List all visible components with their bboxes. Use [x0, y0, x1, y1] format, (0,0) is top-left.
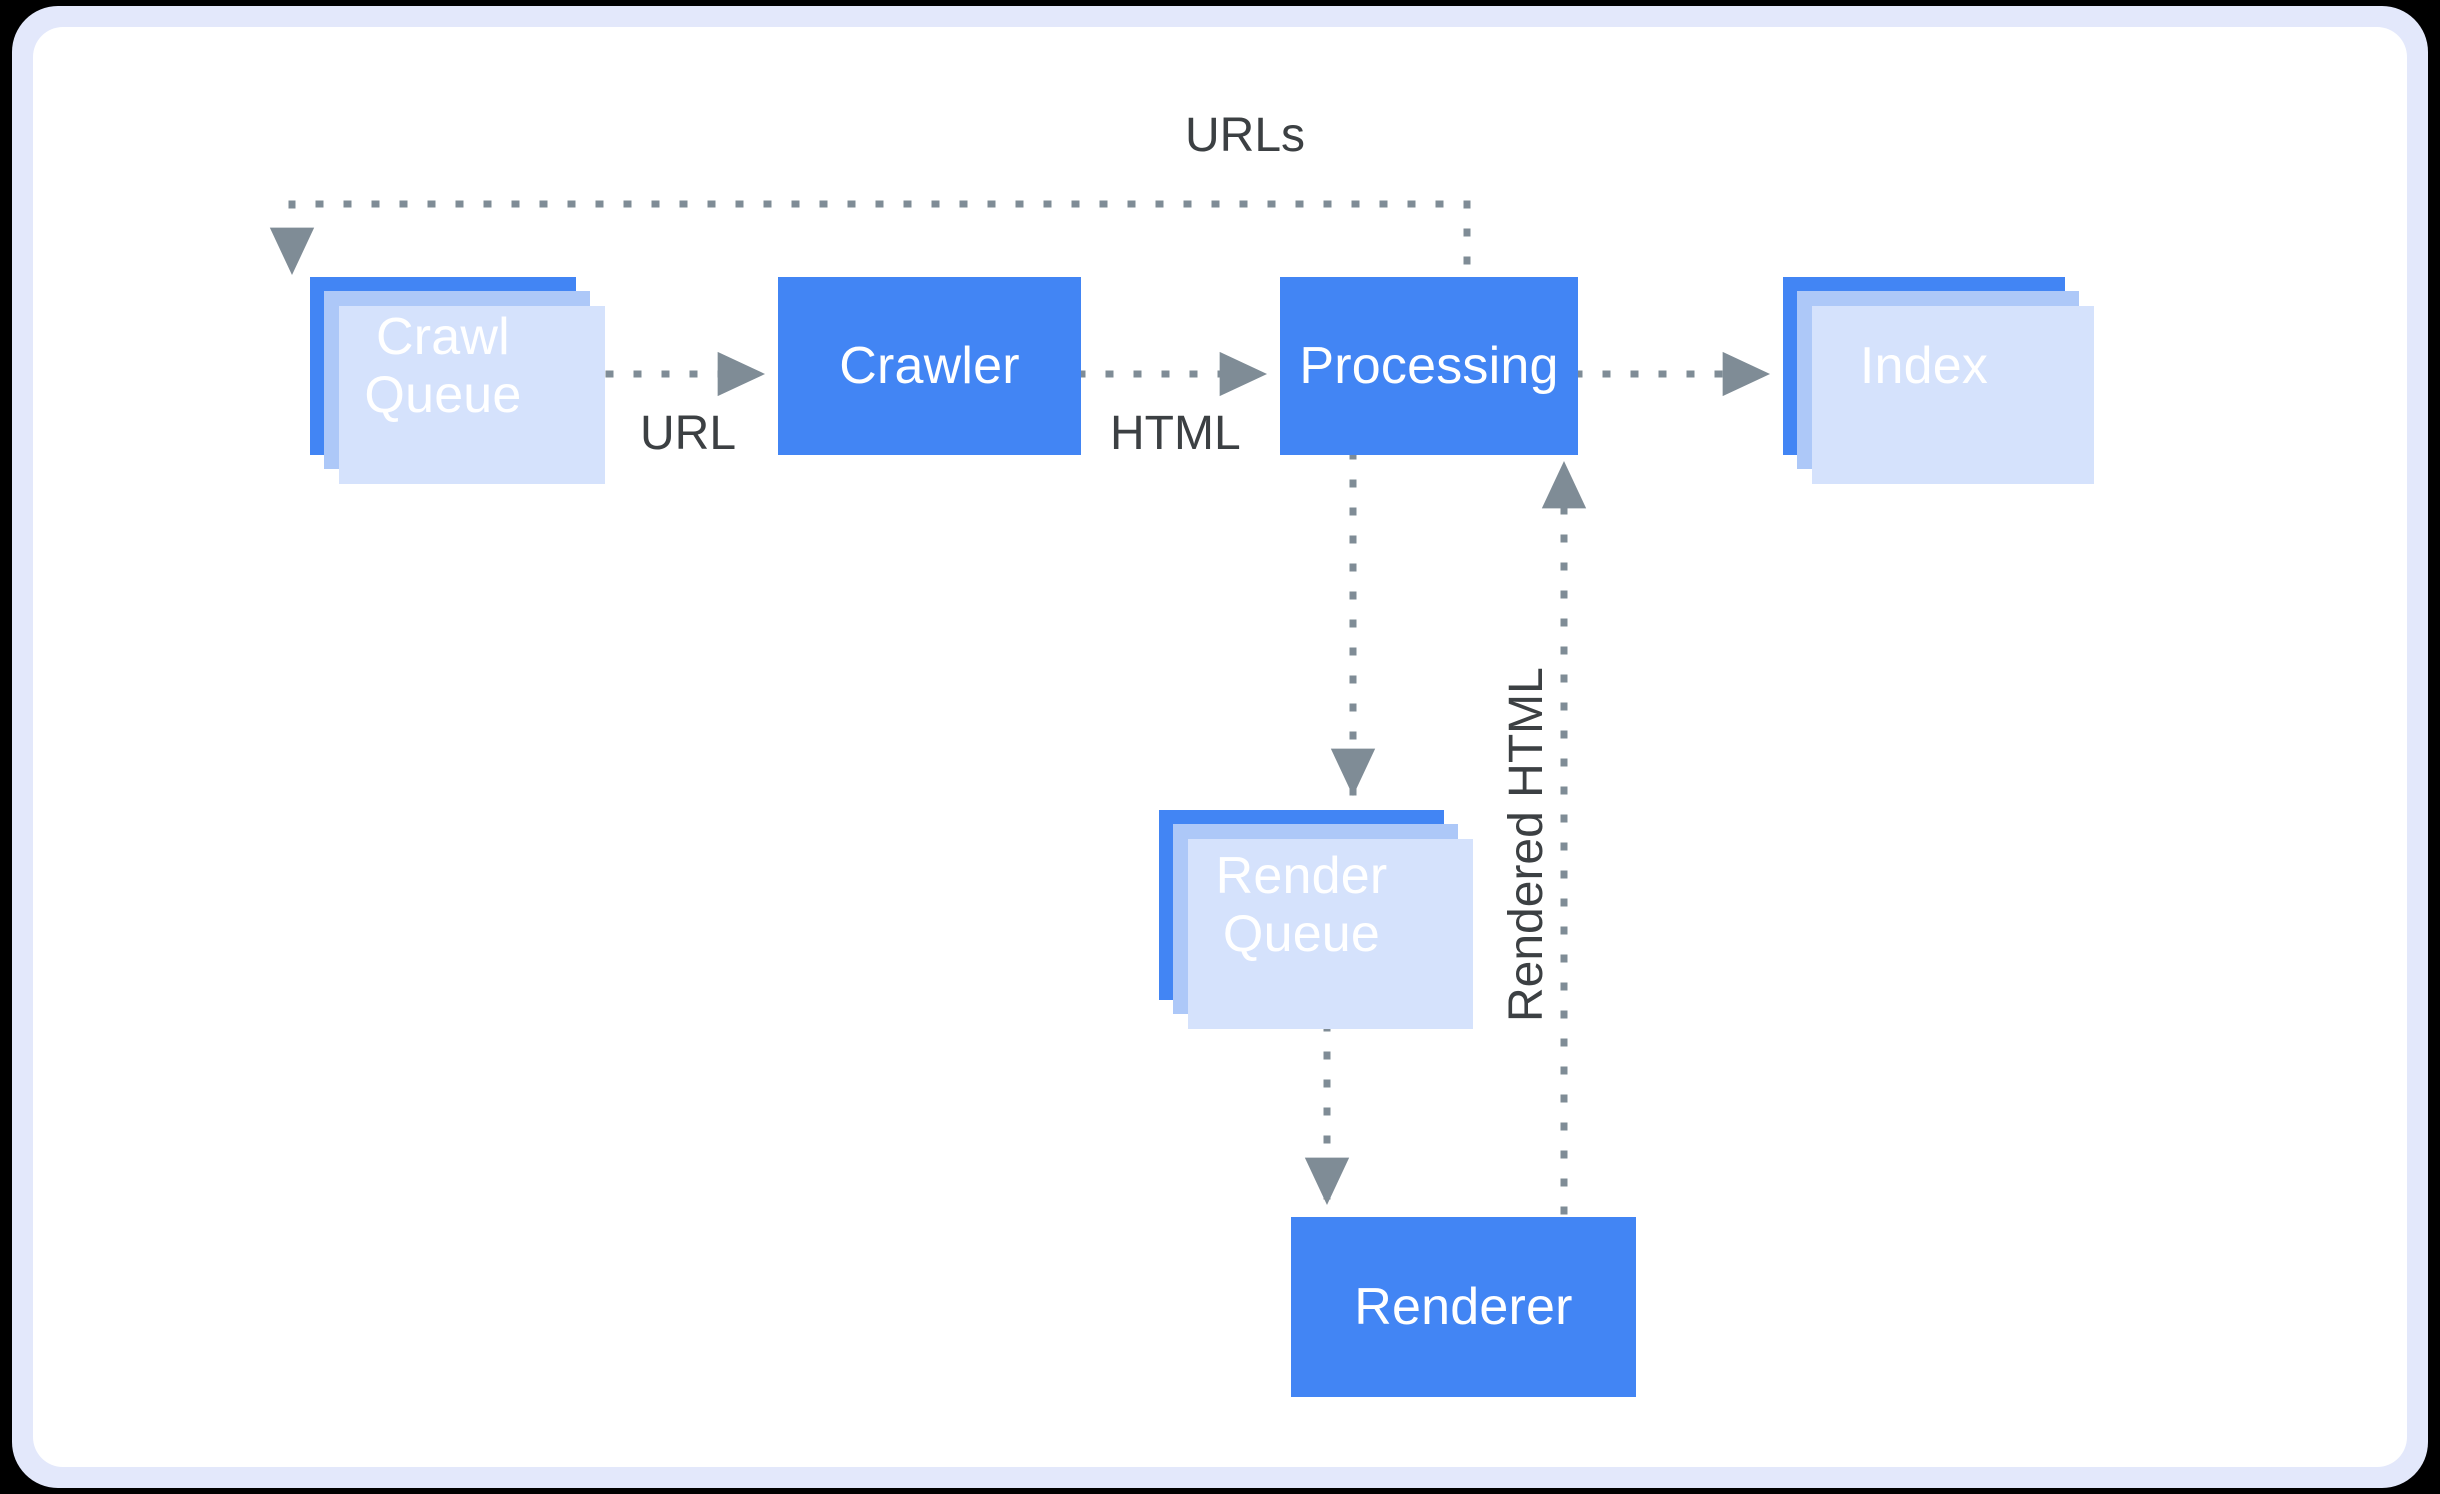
node-crawler-label: Crawler: [839, 336, 1020, 395]
node-renderer-label: Renderer: [1354, 1277, 1573, 1336]
connector-layer: [269, 200, 1771, 1215]
node-crawler[interactable]: Crawler: [778, 277, 1081, 455]
node-crawl-queue[interactable]: Crawl Queue: [310, 277, 576, 455]
node-processing[interactable]: Processing: [1280, 277, 1578, 455]
crawl-render-index-flowchart: Crawl Queue Crawler Processing Index Ren…: [33, 27, 2407, 1467]
diagram-canvas: Crawl Queue Crawler Processing Index Ren…: [33, 27, 2407, 1467]
edge-label-rendered-html: Rendered HTML: [1500, 667, 1553, 1022]
node-index-label: Index: [1859, 336, 1989, 395]
edge-label-url: URL: [640, 407, 737, 460]
node-renderer[interactable]: Renderer: [1291, 1217, 1636, 1397]
node-crawl-queue-label: Crawl Queue: [364, 307, 522, 424]
edge-label-urls: URLs: [1185, 109, 1306, 162]
node-render-queue[interactable]: Render Queue: [1159, 810, 1444, 1000]
diagram-frame: Crawl Queue Crawler Processing Index Ren…: [12, 6, 2428, 1488]
node-index[interactable]: Index: [1783, 277, 2065, 455]
edge-label-html: HTML: [1110, 407, 1241, 460]
node-render-queue-label: Render Queue: [1215, 846, 1388, 963]
node-processing-label: Processing: [1299, 336, 1559, 395]
